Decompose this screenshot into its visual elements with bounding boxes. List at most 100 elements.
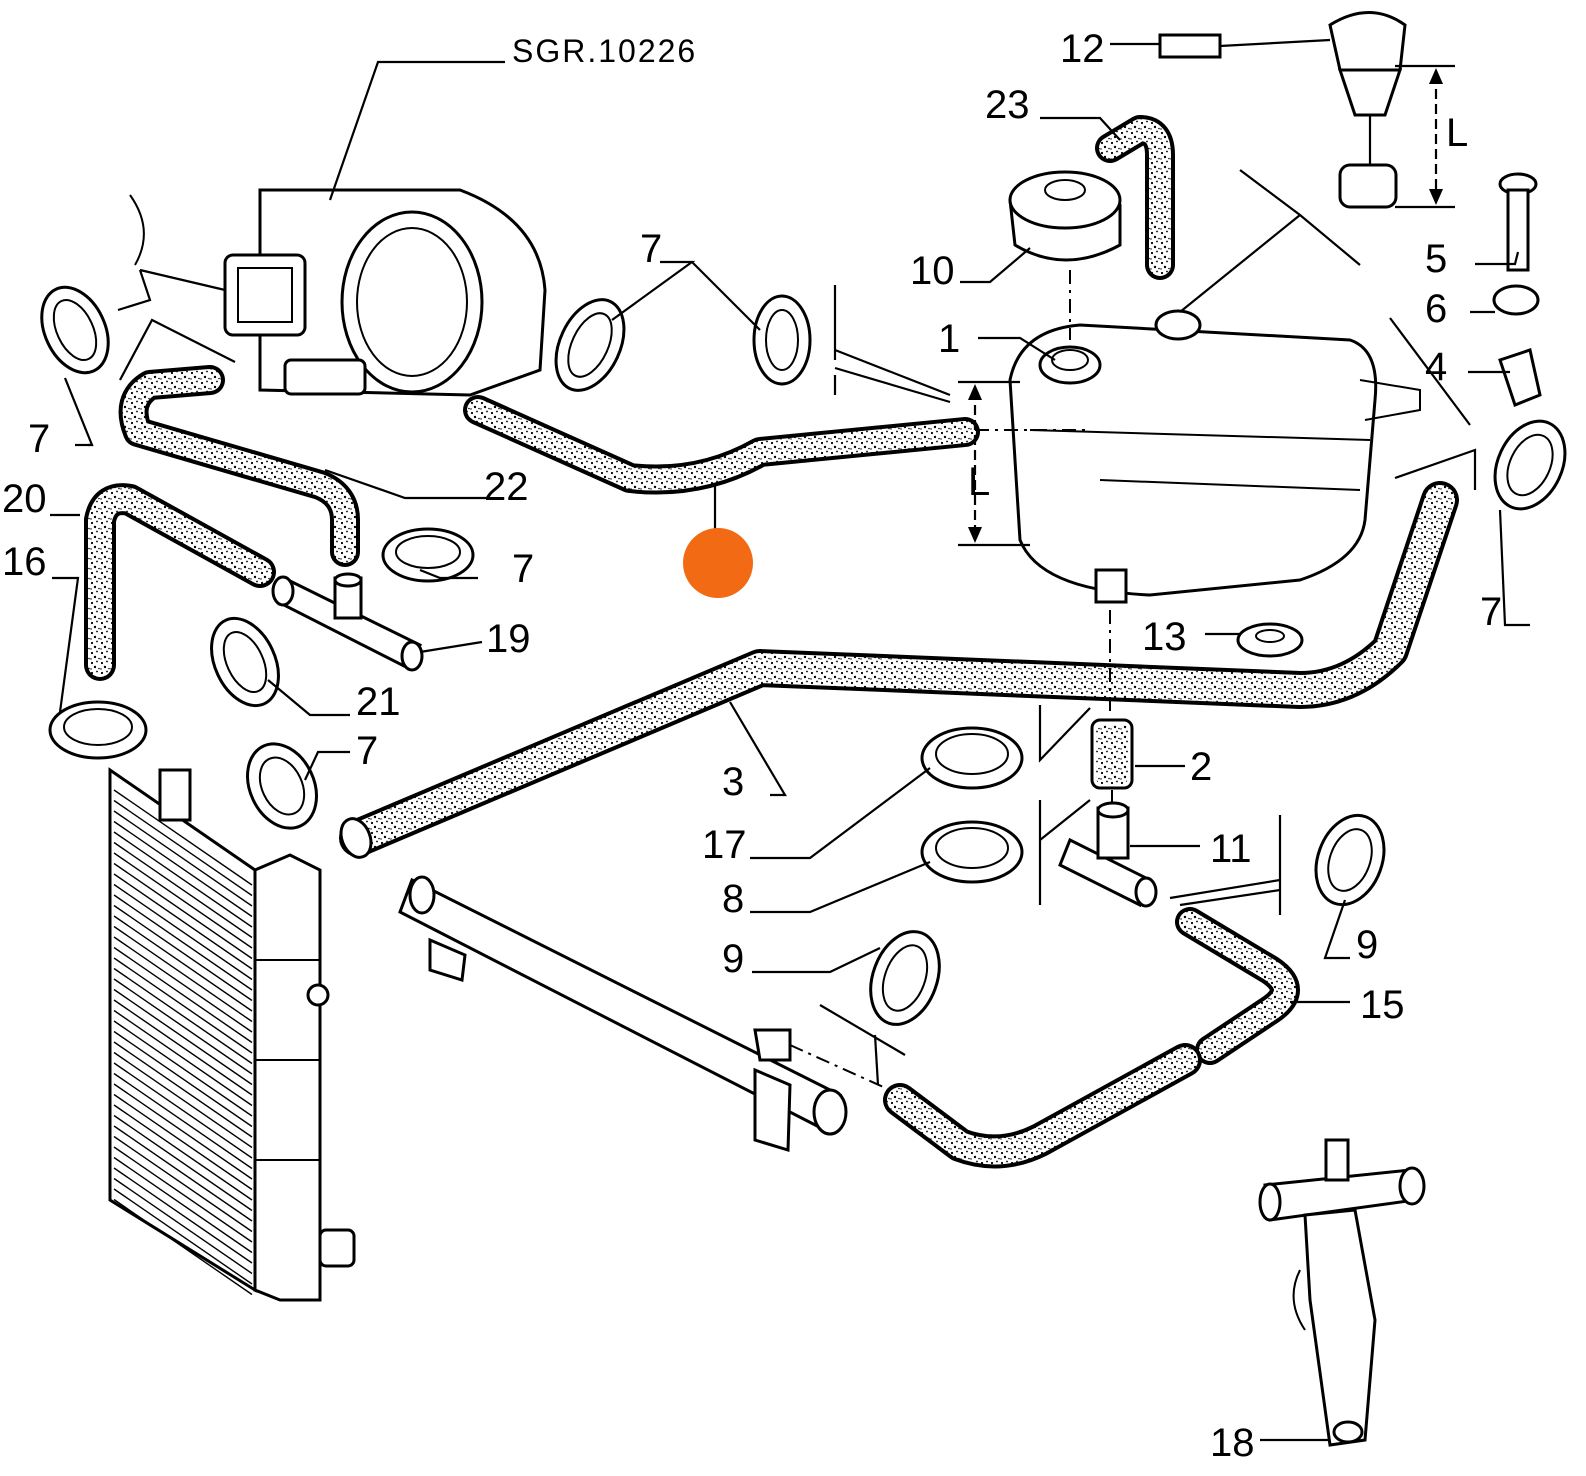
- radiator-fin: [113, 883, 253, 981]
- radiator-fin: [113, 1167, 253, 1264]
- radiator-fin: [113, 1083, 253, 1180]
- part-label-7-right: 7: [1480, 590, 1502, 634]
- radiator-fin: [113, 999, 253, 1096]
- washer-13: [1236, 622, 1304, 658]
- radiator-fin: [113, 1177, 253, 1275]
- part-label-7-top: 7: [640, 227, 662, 271]
- radiator-fin: [113, 873, 253, 970]
- part-label-13: 13: [1142, 615, 1187, 659]
- part-label-17: 17: [702, 823, 747, 867]
- radiator-fin: [113, 946, 253, 1044]
- radiator-fin: [113, 1041, 253, 1138]
- radiator-fin: [113, 936, 253, 1033]
- part-label-8: 8: [722, 877, 744, 921]
- part-label-20: 20: [2, 477, 47, 521]
- metal-coolant-pipe: [398, 875, 848, 1153]
- bracket-18: [1258, 1138, 1426, 1447]
- radiator-fin: [113, 915, 253, 1012]
- part-label-3: 3: [722, 760, 744, 804]
- radiator-fin: [113, 904, 253, 1002]
- clamp-9-b: [869, 930, 941, 1026]
- hose-22: [118, 365, 360, 567]
- hose-3: [339, 481, 1459, 859]
- radiator-fin: [113, 1030, 253, 1128]
- radiator-fin: [113, 1051, 253, 1149]
- clamp-7-f: [1493, 419, 1567, 511]
- radiator-fin: [113, 1125, 253, 1222]
- clamp-8: [920, 820, 1024, 884]
- radiator-fin: [113, 1198, 253, 1296]
- part-label-12: 12: [1060, 27, 1105, 71]
- radiator-fin: [113, 841, 253, 939]
- centerline-pipe: [789, 1044, 891, 1091]
- clamp-7-c: [752, 294, 812, 386]
- part-label-18: 18: [1210, 1421, 1255, 1465]
- hose-23: [1095, 115, 1175, 280]
- tank-cap-10: [1008, 170, 1122, 262]
- dimension-l-sensor: L: [1395, 64, 1468, 209]
- clamp-7-b: [554, 298, 626, 392]
- part-label-19: 19: [486, 617, 531, 661]
- part-label-4: 4: [1425, 345, 1447, 389]
- radiator: [108, 767, 356, 1302]
- clamp-7-d: [381, 527, 475, 583]
- part-label-9-left: 9: [722, 937, 744, 981]
- part-label-7-mid: 7: [512, 547, 534, 591]
- radiator-fin: [113, 862, 253, 960]
- part-label-7-low: 7: [356, 729, 378, 773]
- radiator-fin: [113, 1135, 253, 1233]
- level-sensor-12: [1158, 11, 1407, 209]
- bolt-5: [1498, 172, 1538, 272]
- expansion-tank: [1008, 309, 1421, 604]
- grommet-6: [1492, 284, 1540, 316]
- part-label-22: 22: [484, 465, 529, 509]
- part-label-15: 15: [1360, 983, 1405, 1027]
- part-label-2: 2: [1190, 745, 1212, 789]
- radiator-fin: [113, 1114, 253, 1212]
- radiator-fin: [113, 1104, 253, 1201]
- part-label-10: 10: [910, 249, 955, 293]
- dimension-l-label-sensor: L: [1446, 111, 1468, 155]
- clamp-9-a: [1314, 813, 1386, 907]
- radiator-fin: [113, 820, 253, 918]
- radiator-fin: [113, 1188, 253, 1285]
- radiator-fin: [113, 1072, 253, 1170]
- radiator-fin: [113, 1093, 253, 1191]
- part-label-16: 16: [2, 540, 47, 584]
- radiator-fin: [113, 978, 253, 1075]
- part-label-21: 21: [356, 680, 401, 724]
- part-label-11: 11: [1210, 827, 1252, 871]
- radiator-fin: [113, 925, 253, 1023]
- radiator-fin: [113, 894, 253, 991]
- radiator-fin: [113, 957, 253, 1054]
- part-label-7-left: 7: [28, 417, 50, 461]
- tee-connector-11: [1058, 801, 1158, 908]
- hose-lower-return: [883, 1043, 1202, 1169]
- hose-throttle-to-tank: [463, 395, 980, 495]
- throttle-body: [129, 188, 547, 397]
- clip-4: [1498, 348, 1542, 407]
- dimension-l-tank: L: [958, 380, 1030, 547]
- clamp-7-e: [246, 742, 318, 830]
- radiator-fin: [113, 852, 253, 949]
- hose-2: [1090, 718, 1134, 790]
- diagram-reference: SGR.10226: [512, 33, 697, 69]
- radiator-fin: [113, 967, 253, 1065]
- part-label-23: 23: [985, 83, 1030, 127]
- clamp-21: [210, 616, 280, 708]
- radiator-fin: [113, 810, 253, 907]
- tee-connector-19: [271, 572, 424, 672]
- radiator-fin: [113, 988, 253, 1086]
- part-label-1: 1: [938, 317, 960, 361]
- part-label-5: 5: [1425, 237, 1447, 281]
- radiator-fin: [113, 799, 253, 897]
- radiator-fin: [113, 1156, 253, 1254]
- radiator-fin: [113, 831, 253, 928]
- hose-20: [84, 483, 276, 681]
- radiator-fin: [113, 1062, 253, 1159]
- dimension-l-label-tank: L: [968, 460, 990, 504]
- radiator-fin: [113, 1020, 253, 1117]
- clamp-17: [920, 726, 1024, 790]
- hose-15: [1175, 907, 1300, 1065]
